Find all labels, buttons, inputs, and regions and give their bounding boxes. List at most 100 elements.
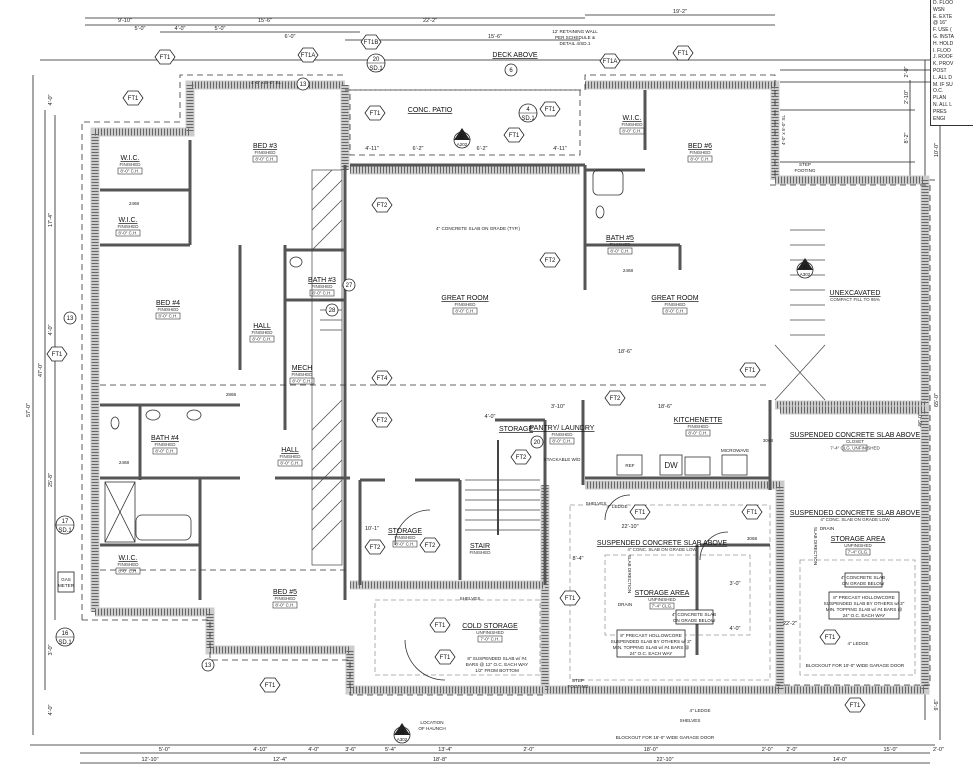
room-name: SUSPENDED CONCRETE SLAB ABOVE <box>597 540 728 547</box>
ceiling-height: 8'-0" C.H. <box>275 603 294 608</box>
note-line: SUSPENDED SLAB BY OTHERS w/ 3" <box>824 601 905 606</box>
detail-sheet: SD.1 <box>58 528 72 534</box>
hexagon-tag-icon <box>539 101 561 117</box>
dimension-label: 5'-0" <box>159 747 170 753</box>
footing-outlines <box>81 74 931 696</box>
ceiling-height: 8'-0" C.H. <box>255 157 274 162</box>
footing-tag: FT2 <box>604 390 626 406</box>
footing-tag: FT2 <box>510 449 532 465</box>
hexagon-tag-icon <box>741 504 763 520</box>
tag-label: FT2 <box>377 418 388 424</box>
ceiling-height: 8'-0" C.H. <box>455 309 474 314</box>
room-status: FINISHED <box>621 122 643 127</box>
room-label: SUSPENDED CONCRETE SLAB ABOVECLOSET7'-4"… <box>790 432 920 452</box>
hexagon-tag-icon <box>739 362 761 378</box>
garage-blockout-note: BLOCKOUT FOR 10'-0" WIDE GARAGE DOOR <box>806 663 905 668</box>
dishwasher-icon <box>659 454 683 476</box>
room-name: STORAGE AREA <box>831 536 886 543</box>
footing-tag: FT1A <box>297 47 319 63</box>
hollowcore-note-right: 8" PRECAST HOLLOWCORE SUSPENDED SLAB BY … <box>824 591 905 620</box>
detail-number: 17 <box>62 519 69 525</box>
section-letter: A <box>803 265 807 271</box>
dimension-label: 5'-4" <box>385 747 396 753</box>
dimension-label: 13'-4" <box>438 747 452 753</box>
room-status: FINISHED <box>117 562 139 567</box>
room-status: FINISHED <box>689 150 711 155</box>
ledge-note: 4" LEDGE <box>847 641 868 646</box>
dimension-label: 9'-6" <box>934 699 940 710</box>
hexagon-tag-icon <box>510 449 532 465</box>
note-line: 24" O.C. EACH WAY <box>843 613 886 618</box>
room-name: W.I.C. <box>118 217 137 224</box>
room-status: FINISHED <box>311 284 333 289</box>
tag-label: FT1 <box>635 510 646 516</box>
dimension-lines <box>30 14 941 764</box>
general-note-line: G. INSTA <box>933 33 955 40</box>
appliance-note: DW <box>664 461 678 470</box>
dimension-label: 2'-0" <box>523 747 534 753</box>
room-status: FINISHED <box>394 535 416 540</box>
foundation-wall <box>585 80 780 180</box>
dimension-label: 4'-0" <box>48 704 54 715</box>
shower-icon <box>104 481 136 543</box>
dimension-label: 12'-10" <box>141 757 158 763</box>
foundation-stipple <box>775 176 929 409</box>
tag-label: FT1 <box>745 368 756 374</box>
footing-tag: FT1 <box>629 504 651 520</box>
door-note: 3068 <box>747 536 758 541</box>
note-line: GAS <box>61 577 71 582</box>
room-status: FINISHED <box>274 596 296 601</box>
room-name: HALL <box>281 447 299 454</box>
general-note-line: POST <box>933 67 947 74</box>
dimension-label: 4'-0" <box>485 414 496 420</box>
ceiling-height: 8'-0" C.H. <box>158 314 177 319</box>
hexagon-tag-icon <box>434 649 456 665</box>
general-note-line: M. IF SU <box>933 81 953 88</box>
door-note: 2468 <box>119 460 130 465</box>
room-name: W.I.C. <box>622 115 641 122</box>
circle-tag-icon <box>63 311 77 325</box>
tag-label: FT1A <box>603 59 618 65</box>
ceiling-height: 8'-0" C.H. <box>395 542 414 547</box>
detail-sheet: SD.1 <box>369 66 383 72</box>
room-status: FINISHED <box>551 432 573 437</box>
appliance-note: MICROWAVE <box>721 448 749 453</box>
window-note: 4'-0" x 5'-0" SL <box>251 80 281 85</box>
tag-label: FT1 <box>160 55 171 61</box>
dimension-label: 2'-0" <box>904 66 910 77</box>
shelves-note: SHELVES <box>586 501 607 506</box>
dimension-label: 10'-1" <box>365 526 379 532</box>
general-note-line: F. USE ( <box>933 27 952 34</box>
dimension-label: 8'-2" <box>904 132 910 143</box>
room-status: FINISHED <box>687 424 709 429</box>
ceiling-height-box <box>115 229 141 237</box>
tag-label: FT1 <box>52 352 63 358</box>
dimension-label: 8'-4" <box>573 556 584 562</box>
ceiling-height: 8'-0" C.H. <box>688 431 707 436</box>
room-status: FINISHED <box>154 442 176 447</box>
bathtub-icon <box>135 514 192 541</box>
ceiling-height: 7'-0" C.H. <box>480 637 499 642</box>
note-line: MIN. TOPPING SLAB w/ #4 BARS @ <box>826 607 903 612</box>
tag-label: 13 <box>205 663 212 669</box>
ceiling-height-box <box>685 429 711 437</box>
door-swing-icon <box>604 494 631 521</box>
tag-label: FT1 <box>265 683 276 689</box>
tag-label: 13 <box>300 82 307 88</box>
general-note-line: N. ALL L <box>933 101 952 108</box>
room-name: STORAGE <box>499 426 533 433</box>
hexagon-tag-icon <box>503 127 525 143</box>
dimension-label: 15'-6" <box>258 18 272 24</box>
hexagon-tag-icon <box>122 90 144 106</box>
ceiling-height: 8'-0" C.H. <box>690 157 709 162</box>
room-status: FINISHED <box>664 302 686 307</box>
room-status: CLOSET <box>846 439 864 444</box>
range-icon <box>721 454 748 476</box>
footing-tag: FT1A <box>599 53 621 69</box>
